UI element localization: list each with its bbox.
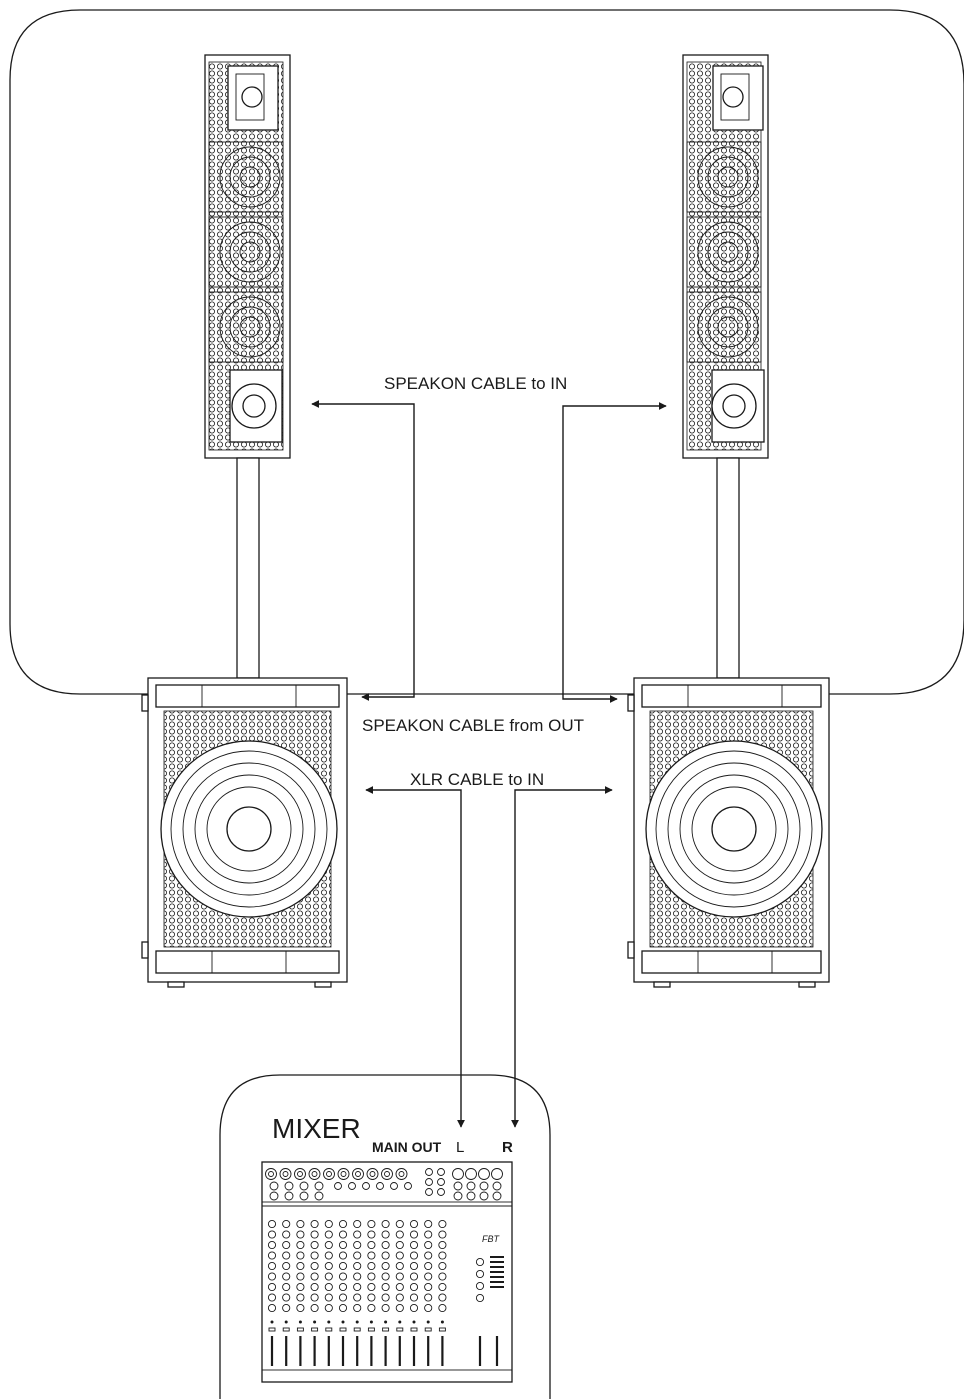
meter-segment: [490, 1276, 504, 1278]
speakon-cable-right: [563, 406, 666, 699]
main-out-label: MAIN OUT: [372, 1139, 442, 1155]
mixer-title: MIXER: [272, 1113, 361, 1144]
channel-led: [427, 1321, 430, 1324]
meter-segment: [490, 1266, 504, 1268]
channel-led: [413, 1321, 416, 1324]
subwoofer-icon: [142, 678, 347, 987]
right-channel-label: R: [502, 1139, 513, 1156]
speakon-from-out-label: SPEAKON CABLE from OUT: [362, 716, 584, 735]
channel-led: [342, 1321, 345, 1324]
channel-led: [370, 1321, 373, 1324]
channel-led: [356, 1321, 359, 1324]
xlr-cable-left: [366, 790, 461, 1127]
subwoofer-icon: [628, 678, 829, 987]
channel-led: [327, 1321, 330, 1324]
channel-led: [285, 1321, 288, 1324]
channel-led: [299, 1321, 302, 1324]
left-channel-label: L: [456, 1139, 464, 1156]
channel-led: [441, 1321, 444, 1324]
brand-logo: FBT: [482, 1234, 501, 1244]
column-speaker-icon: [683, 55, 768, 678]
column-speaker-icon: [205, 55, 290, 678]
meter-segment: [490, 1261, 504, 1263]
speakon-to-in-label: SPEAKON CABLE to IN: [384, 374, 567, 393]
stage-frame: [10, 10, 964, 694]
meter-segment: [490, 1286, 504, 1288]
meter-segment: [490, 1281, 504, 1283]
channel-led: [271, 1321, 274, 1324]
channel-led: [313, 1321, 316, 1324]
speakon-cable-left: [312, 404, 414, 697]
mixer-console-icon: FBT: [262, 1162, 512, 1382]
xlr-to-in-label: XLR CABLE to IN: [410, 770, 544, 789]
meter-segment: [490, 1271, 504, 1273]
xlr-cable-right: [515, 790, 612, 1127]
channel-led: [384, 1321, 387, 1324]
channel-led: [398, 1321, 401, 1324]
meter-segment: [490, 1256, 504, 1258]
